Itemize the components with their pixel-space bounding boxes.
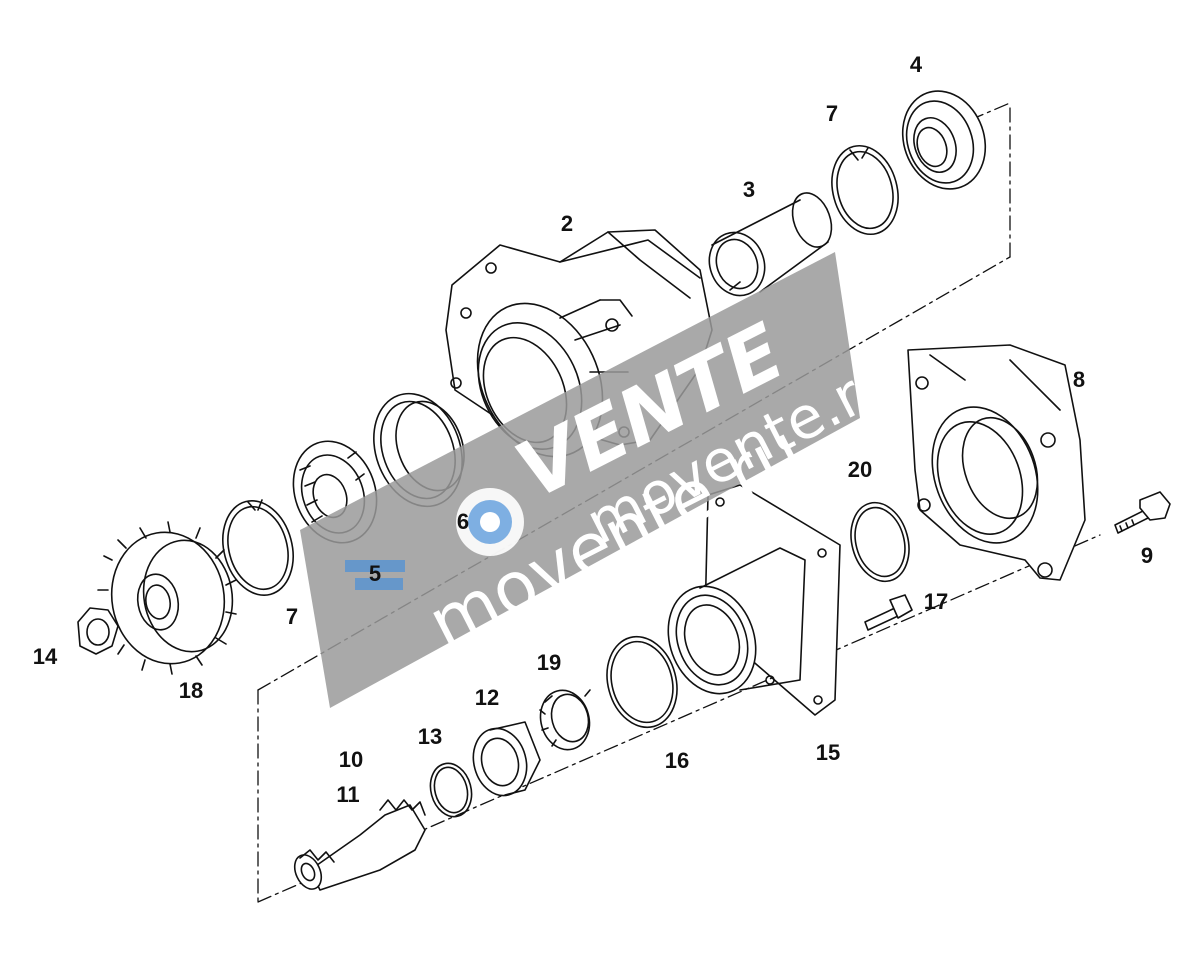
flange-housing-part-15 [667, 484, 841, 716]
callout-3: 3 [743, 177, 755, 202]
snap-ring-part-13 [429, 762, 473, 818]
pinion-shaft-part-10-11 [293, 799, 426, 891]
callout-19: 19 [537, 650, 561, 675]
o-ring-part-16 [606, 635, 678, 729]
nut-part-14 [77, 607, 119, 655]
bearing-part-4 [901, 90, 987, 190]
bolt-part-9 [1114, 491, 1171, 534]
callout-12: 12 [475, 685, 499, 710]
callout-15: 15 [816, 740, 840, 765]
callout-7-upper: 7 [826, 101, 838, 126]
callout-2: 2 [561, 211, 573, 236]
callout-labels: 2 3 4 7 8 20 9 17 15 16 19 12 13 10 11 6… [33, 52, 1153, 807]
callout-20: 20 [848, 457, 872, 482]
coupling-part-12 [472, 721, 541, 797]
callout-10: 10 [339, 747, 363, 772]
callout-14: 14 [33, 644, 58, 669]
flange-plate-part-8 [907, 344, 1086, 581]
callout-18: 18 [179, 678, 203, 703]
callout-17: 17 [924, 589, 948, 614]
large-gear-part-18 [97, 521, 237, 675]
callout-11: 11 [336, 782, 359, 807]
sleeve-part-3 [708, 192, 833, 297]
callout-13: 13 [418, 724, 442, 749]
o-ring-part-20 [850, 501, 910, 583]
callout-4: 4 [910, 52, 923, 77]
callout-16: 16 [665, 748, 689, 773]
screw-part-17 [864, 594, 913, 631]
callout-8: 8 [1073, 367, 1085, 392]
snap-ring-part-7-upper [831, 144, 899, 236]
callout-7-lower: 7 [286, 604, 298, 629]
callout-6: 6 [457, 509, 469, 534]
callout-9: 9 [1141, 543, 1153, 568]
small-gear-part-19 [539, 689, 591, 751]
callout-5: 5 [369, 561, 381, 586]
snap-ring-part-7-lower [222, 499, 294, 596]
